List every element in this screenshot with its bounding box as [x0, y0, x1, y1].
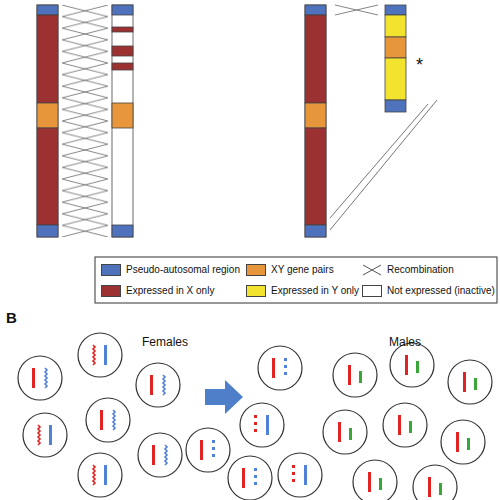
cell	[23, 413, 67, 457]
group-label: Females	[142, 336, 188, 348]
cell	[78, 453, 122, 497]
group-label: Males	[389, 336, 421, 348]
recombination-crosses	[62, 5, 108, 237]
y-chromosome	[385, 5, 406, 112]
legend-frame	[95, 257, 497, 303]
legend-text: Recombination	[387, 265, 454, 275]
legend-text: Expressed in Y only	[271, 286, 359, 296]
cell	[448, 360, 492, 404]
cell	[138, 433, 182, 477]
recombination-cross	[363, 265, 381, 275]
block-arrow	[205, 380, 243, 414]
legend-text: Expressed in X only	[126, 286, 214, 296]
recombination-symbol	[362, 264, 382, 276]
cell	[86, 398, 130, 442]
cell	[441, 420, 485, 464]
legend-swatch	[246, 285, 266, 297]
cell	[258, 346, 302, 390]
panel-letter: B	[6, 310, 17, 325]
cell	[278, 453, 322, 497]
cell	[413, 465, 457, 500]
cell	[383, 403, 427, 447]
legend-swatch	[101, 264, 121, 276]
x-chromosome-active	[37, 5, 58, 237]
cell	[240, 403, 284, 447]
cell	[228, 456, 272, 500]
cell	[78, 333, 122, 377]
cell	[136, 363, 180, 407]
recombination-lines	[330, 100, 437, 230]
cell	[333, 353, 377, 397]
recombination-cross	[335, 5, 378, 15]
cell	[18, 356, 62, 400]
legend-text: Not expressed (inactive)	[387, 286, 495, 296]
cell	[186, 428, 230, 472]
cell	[323, 410, 367, 454]
cell	[353, 460, 397, 500]
legend-swatch	[246, 264, 266, 276]
asterisk-mark: *	[416, 56, 423, 74]
x-chromosome-inactive	[112, 5, 133, 237]
legend-swatch	[101, 285, 121, 297]
legend-swatch	[362, 285, 382, 297]
cell	[390, 343, 434, 387]
legend-text: XY gene pairs	[271, 265, 334, 275]
x-chromosome-male	[305, 5, 326, 237]
legend-text: Pseudo-autosomal region	[126, 265, 240, 275]
